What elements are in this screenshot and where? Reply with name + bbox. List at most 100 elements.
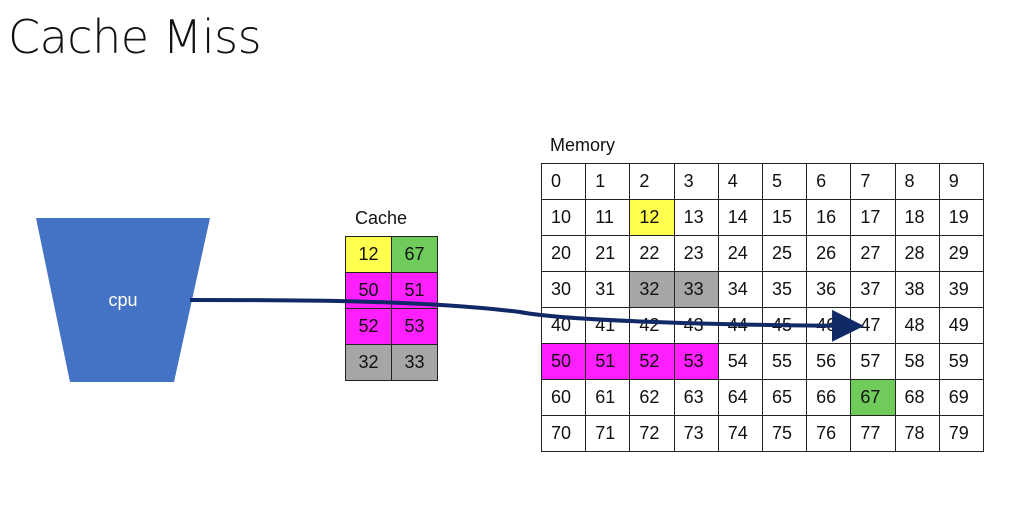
cache-cell: 53 [391, 308, 438, 345]
memory-cell: 0 [540, 163, 587, 200]
memory-cell: 27 [850, 235, 896, 272]
memory-cell: 10 [540, 199, 587, 236]
memory-cell: 75 [761, 415, 808, 452]
memory-cell: 67 [850, 379, 896, 416]
memory-cell: 54 [717, 343, 763, 380]
memory-cell: 74 [717, 415, 763, 452]
memory-cell: 42 [629, 307, 675, 344]
memory-cell: 61 [585, 379, 631, 416]
memory-cell: 1 [585, 163, 631, 200]
memory-cell: 7 [850, 163, 896, 200]
memory-cell: 44 [717, 307, 763, 344]
cpu-label: cpu [108, 290, 138, 310]
memory-cell: 73 [673, 415, 719, 452]
memory-cell: 60 [540, 379, 587, 416]
memory-cell: 78 [894, 415, 940, 452]
memory-cell: 39 [938, 271, 984, 308]
memory-cell: 71 [585, 415, 631, 452]
memory-cell: 29 [938, 235, 984, 272]
memory-cell: 55 [761, 343, 808, 380]
memory-cell: 24 [717, 235, 763, 272]
memory-cell: 18 [894, 199, 940, 236]
cache-cell: 33 [391, 344, 438, 381]
cache-cell: 12 [345, 236, 392, 273]
memory-cell: 63 [673, 379, 719, 416]
cpu-block: cpu [36, 218, 210, 382]
memory-cell: 48 [894, 307, 940, 344]
memory-cell: 8 [894, 163, 940, 200]
memory-cell: 76 [806, 415, 852, 452]
memory-cell: 52 [629, 343, 675, 380]
slide-title: Cache Miss [8, 10, 262, 64]
memory-cell: 15 [761, 199, 808, 236]
memory-cell: 62 [629, 379, 675, 416]
memory-cell: 57 [850, 343, 896, 380]
memory-cell: 21 [585, 235, 631, 272]
memory-cell: 3 [673, 163, 719, 200]
memory-cell: 5 [761, 163, 808, 200]
memory-cell: 53 [673, 343, 719, 380]
memory-cell: 58 [894, 343, 940, 380]
memory-cell: 2 [629, 163, 675, 200]
memory-cell: 26 [806, 235, 852, 272]
memory-cell: 43 [673, 307, 719, 344]
memory-cell: 47 [850, 307, 896, 344]
cache-label: Cache [355, 208, 408, 228]
memory-cell: 30 [540, 271, 587, 308]
memory-cell: 64 [717, 379, 763, 416]
memory-cell: 9 [938, 163, 984, 200]
cache-cell: 52 [345, 308, 392, 345]
memory-cell: 14 [717, 199, 763, 236]
memory-cell: 22 [629, 235, 675, 272]
memory-cell: 4 [717, 163, 763, 200]
memory-cell: 31 [585, 271, 631, 308]
cache-cell: 32 [345, 344, 392, 381]
memory-cell: 41 [585, 307, 631, 344]
memory-cell: 69 [938, 379, 984, 416]
memory-cell: 19 [938, 199, 984, 236]
memory-cell: 46 [806, 307, 852, 344]
memory-cell: 65 [761, 379, 808, 416]
memory-cell: 45 [761, 307, 808, 344]
memory-cell: 33 [673, 271, 719, 308]
memory-cell: 28 [894, 235, 940, 272]
memory-cell: 59 [938, 343, 984, 380]
memory-cell: 32 [629, 271, 675, 308]
memory-cell: 25 [761, 235, 808, 272]
memory-cell: 38 [894, 271, 940, 308]
memory-cell: 50 [540, 343, 587, 380]
memory-cell: 35 [761, 271, 808, 308]
memory-cell: 49 [938, 307, 984, 344]
memory-cell: 68 [894, 379, 940, 416]
memory-cell: 36 [806, 271, 852, 308]
memory-cell: 16 [806, 199, 852, 236]
cpu-shape [36, 218, 210, 382]
memory-cell: 12 [629, 199, 675, 236]
memory-cell: 23 [673, 235, 719, 272]
memory-cell: 37 [850, 271, 896, 308]
memory-cell: 34 [717, 271, 763, 308]
memory-cell: 13 [673, 199, 719, 236]
memory-cell: 40 [540, 307, 587, 344]
cache-cell: 50 [345, 272, 392, 309]
cache-cell: 67 [391, 236, 438, 273]
memory-cell: 51 [585, 343, 631, 380]
memory-cell: 17 [850, 199, 896, 236]
memory-label: Memory [550, 135, 616, 155]
memory-cell: 6 [806, 163, 852, 200]
memory-cell: 20 [540, 235, 587, 272]
